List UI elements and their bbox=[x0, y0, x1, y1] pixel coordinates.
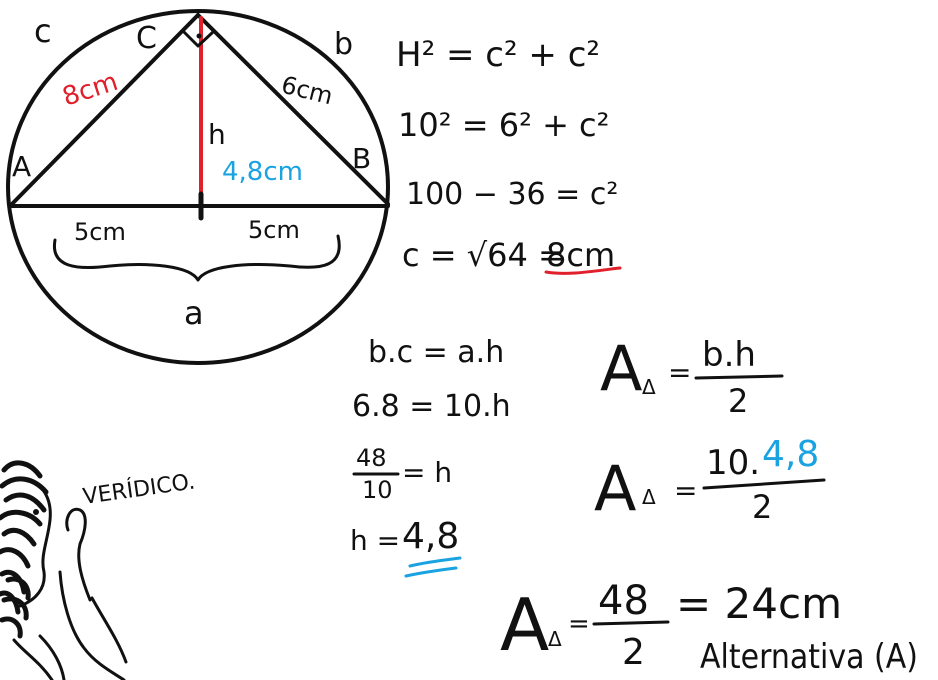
area-f1-numerator: b.h bbox=[702, 335, 756, 375]
eye bbox=[33, 509, 39, 515]
vertex-c-label: C bbox=[136, 21, 157, 56]
pythagoras-steps: H² = c² + c² 10² = 6² + c² 100 − 36 = c²… bbox=[396, 35, 622, 275]
area-f2-numerator-blue: 4,8 bbox=[762, 434, 819, 475]
height-letter: h bbox=[208, 118, 226, 151]
area-formula-2: A Δ = 10. 4,8 2 bbox=[594, 434, 826, 526]
height-underline-blue-1 bbox=[408, 556, 462, 568]
base-a-label: a bbox=[184, 294, 204, 332]
area-f1-denominator: 2 bbox=[728, 382, 748, 420]
height-fraction-denominator: 10 bbox=[362, 476, 393, 504]
area-f3-numerator: 48 bbox=[598, 578, 649, 624]
arm-outline bbox=[58, 570, 128, 680]
base-left-label: 5cm bbox=[74, 218, 126, 246]
area-sub-1: Δ bbox=[642, 375, 656, 399]
height-underline-blue-2 bbox=[404, 566, 458, 578]
hand-raised bbox=[65, 507, 92, 602]
area-f2-numerator: 10. bbox=[706, 443, 760, 483]
area-eq-1: = bbox=[668, 356, 691, 389]
pythagoras-line-4: c = √64 = bbox=[402, 236, 565, 274]
area-eq-3: = bbox=[568, 609, 590, 639]
height-fraction-numerator: 48 bbox=[356, 444, 387, 472]
arc-label-c: c bbox=[34, 12, 52, 50]
right-angle-mark bbox=[182, 30, 215, 48]
height-value: 4,8cm bbox=[222, 157, 303, 187]
answer-alternative: Alternativa (A) bbox=[700, 637, 918, 677]
pythagoras-line-3: 100 − 36 = c² bbox=[406, 177, 618, 212]
height-calc-line-1: b.c = a.h bbox=[368, 335, 504, 370]
area-sub-2: Δ bbox=[642, 485, 656, 509]
area-symbol-2: A bbox=[594, 452, 636, 525]
body-outline bbox=[12, 634, 66, 680]
vertex-b-label: B bbox=[352, 142, 371, 175]
speech-text: VERÍDICO. bbox=[81, 468, 196, 509]
area-result: = 24cm bbox=[676, 579, 842, 628]
pythagoras-result: 8cm bbox=[546, 236, 615, 274]
area-symbol-1: A bbox=[600, 332, 642, 405]
right-angle-dot bbox=[196, 33, 202, 39]
circumscribed-circle bbox=[6, 9, 390, 365]
height-calc-line-2: 6.8 = 10.h bbox=[352, 389, 511, 424]
area-formula-1: A Δ = b.h 2 bbox=[600, 332, 784, 420]
area-eq-2: = bbox=[674, 474, 697, 507]
vertex-a-label: A bbox=[12, 150, 31, 183]
result-underline-red bbox=[544, 266, 622, 275]
geometry-figure: C A B c b 8cm 6cm h 4,8cm 5cm 5cm a bbox=[6, 9, 390, 365]
area-f2-denominator: 2 bbox=[752, 488, 772, 526]
area-formula-3: A Δ = 48 2 = 24cm Alternativa (A) bbox=[500, 578, 918, 677]
area-sub-3: Δ bbox=[548, 627, 562, 651]
height-result-value: 4,8 bbox=[402, 516, 459, 557]
area-f1-bar bbox=[694, 374, 784, 380]
area-f2-bar bbox=[702, 478, 826, 490]
side-left bbox=[10, 13, 200, 206]
height-fraction-suffix: = h bbox=[402, 456, 452, 489]
base-brace bbox=[52, 234, 341, 282]
side-left-label: 8cm bbox=[59, 67, 122, 113]
base-right-label: 5cm bbox=[248, 216, 300, 244]
arc-label-b: b bbox=[334, 27, 353, 62]
height-calculation: b.c = a.h 6.8 = 10.h 48 10 = h h = 4,8 bbox=[350, 335, 511, 578]
face-outline bbox=[18, 478, 52, 608]
area-f3-bar bbox=[592, 620, 670, 626]
area-symbol-3: A bbox=[500, 583, 549, 667]
beard-scribble bbox=[0, 576, 31, 639]
area-f3-denominator: 2 bbox=[622, 632, 645, 673]
character-doodle: VERÍDICO. bbox=[0, 460, 197, 680]
pythagoras-line-2: 10² = 6² + c² bbox=[398, 106, 609, 144]
height-result-prefix: h = bbox=[350, 524, 400, 557]
side-right bbox=[196, 13, 390, 206]
pythagoras-line-1: H² = c² + c² bbox=[396, 35, 600, 75]
hair-scribble bbox=[0, 460, 49, 615]
